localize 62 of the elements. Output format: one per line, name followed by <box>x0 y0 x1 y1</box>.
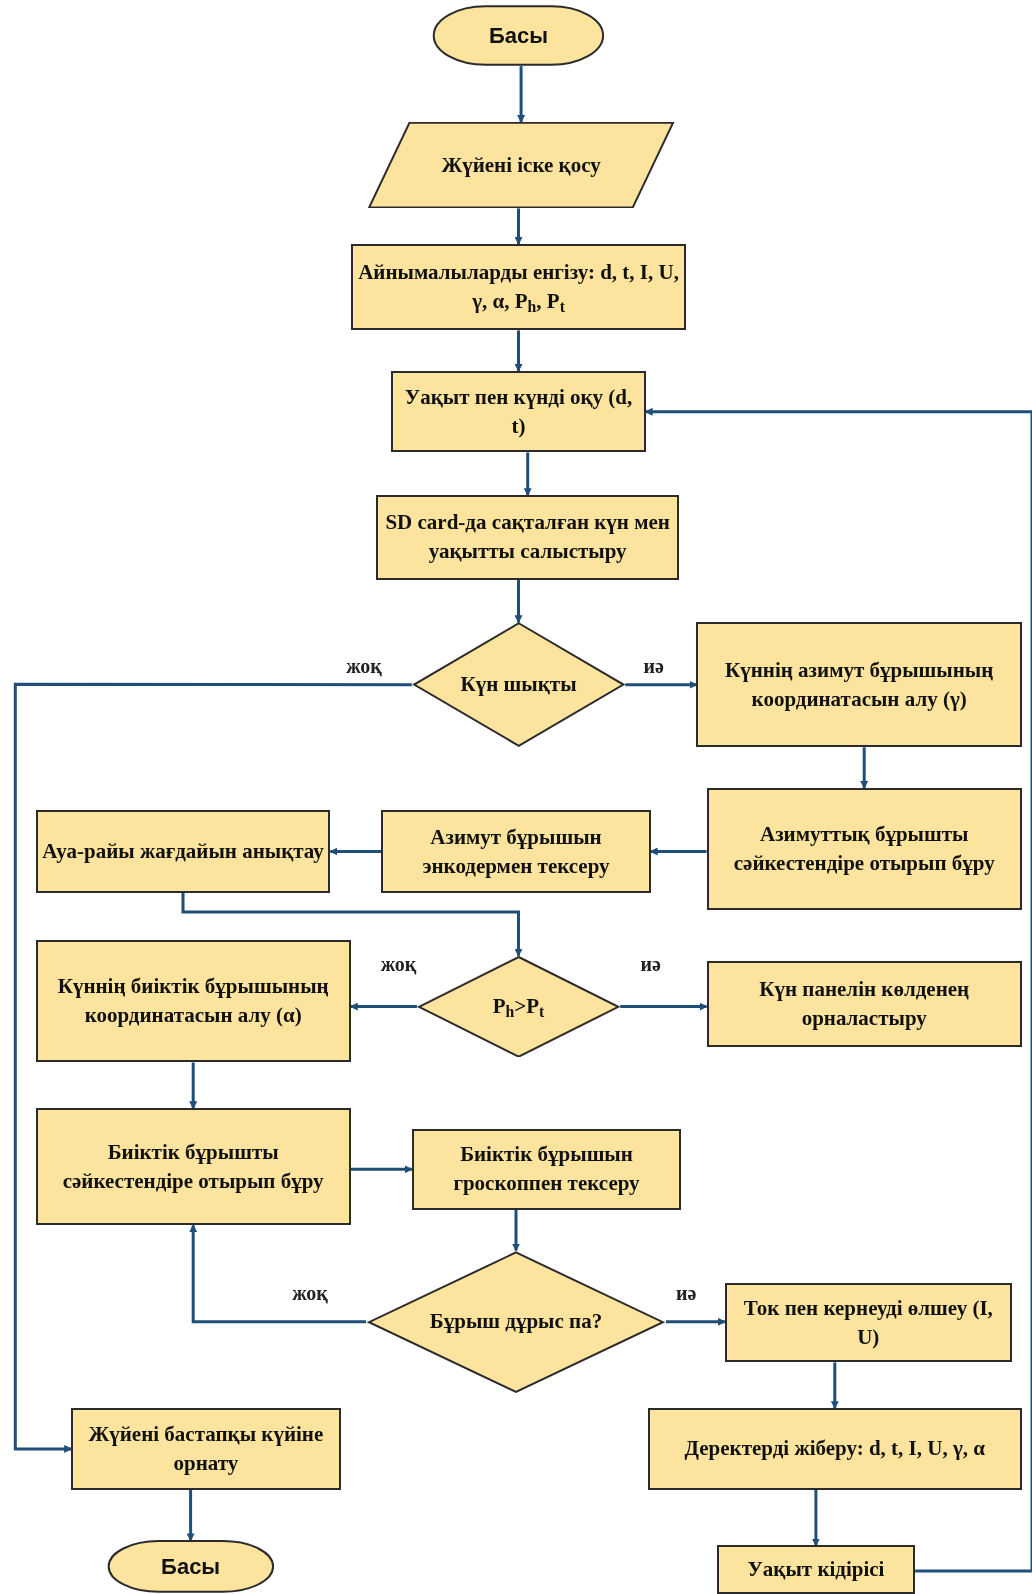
decision-text: P$_{h}$>P$_{t}$ <box>491 993 546 1022</box>
arrow <box>514 208 523 245</box>
decision-diamond <box>416 955 621 1058</box>
process-box <box>35 810 331 893</box>
arrow <box>517 66 526 123</box>
step-text: Жүйені іске қосу <box>440 151 602 179</box>
step-text: Биіктік бұрышты сәйкестендіре отырып бұру <box>61 1138 325 1195</box>
decision-text: Бұрыш дұрыс па? <box>428 1308 604 1336</box>
arrow <box>189 1062 198 1110</box>
step-text: Уақыт пен күнді оқу (d, t) <box>403 383 634 440</box>
arrow <box>349 1002 417 1011</box>
step-text: Айнымалыларды енгізу: d, t, I, U, γ, α, P$_{h}$, P$_{t}$ <box>357 259 680 317</box>
process-box <box>35 940 351 1063</box>
arrow <box>830 1362 839 1410</box>
process-box <box>696 622 1022 748</box>
arrow <box>13 682 412 1453</box>
step-text: Жүйені бастапқы күйіне орнату <box>87 1420 325 1477</box>
process-box <box>350 244 687 331</box>
step-text: Биіктік бұрышын гроскоппен тексеру <box>452 1141 641 1198</box>
arrow <box>666 1317 726 1326</box>
step-text: Күн панелін көлденең орналастыру <box>758 976 971 1032</box>
step-text: Деректерді жіберу: d, t, I, U, γ, α <box>683 1435 986 1463</box>
arrow <box>329 847 382 856</box>
arrow <box>189 1224 366 1324</box>
step-text: Азимут бұрышын энкодермен тексеру <box>421 823 611 880</box>
process-box <box>724 1283 1012 1363</box>
step-text: Азимуттық бұрышты сәйкестендіре отырып бұру <box>732 820 996 877</box>
decision-diamond <box>411 622 626 748</box>
process-box <box>706 787 1022 910</box>
arrow <box>514 579 523 624</box>
step-text: SD card-да сақталған күн мен уақытты салыстыру <box>384 509 671 566</box>
decision-diamond <box>366 1250 666 1393</box>
arrow <box>811 1489 820 1547</box>
step-text: Ауа-райы жағдайын анықтау <box>41 838 325 865</box>
process-box <box>706 960 1022 1048</box>
process-box <box>391 371 646 453</box>
process-box <box>647 1408 1022 1490</box>
step-text: Уақыт кідірісі <box>746 1556 886 1584</box>
terminal-text: Басы <box>160 1553 222 1582</box>
arrow <box>860 747 869 789</box>
input-parallelogram <box>366 122 677 209</box>
arrow <box>523 452 532 497</box>
decision-text: Күн шықты <box>459 671 578 699</box>
arrow <box>514 330 523 373</box>
arrow <box>512 1209 520 1252</box>
process-box <box>35 1108 351 1226</box>
arrow <box>625 680 698 689</box>
process-box <box>716 1545 916 1594</box>
step-text: Ток пен кернеуді өлшеу (I, U) <box>742 1294 994 1351</box>
process-box <box>71 1408 341 1490</box>
step-text: Күннің биіктік бұрышының координатасын алу (α) <box>56 973 330 1030</box>
process-box <box>411 1128 682 1210</box>
step-text: Күннің азимут бұрышының координатасын алу (γ) <box>724 656 995 713</box>
arrow <box>620 1002 708 1011</box>
arrow <box>350 1165 413 1174</box>
arrow <box>644 407 1032 1573</box>
arrow <box>649 847 707 856</box>
process-box <box>381 810 651 893</box>
terminal-text: Басы <box>488 22 550 51</box>
process-box <box>376 495 680 580</box>
arrow <box>186 1489 195 1542</box>
arrow <box>181 892 523 957</box>
